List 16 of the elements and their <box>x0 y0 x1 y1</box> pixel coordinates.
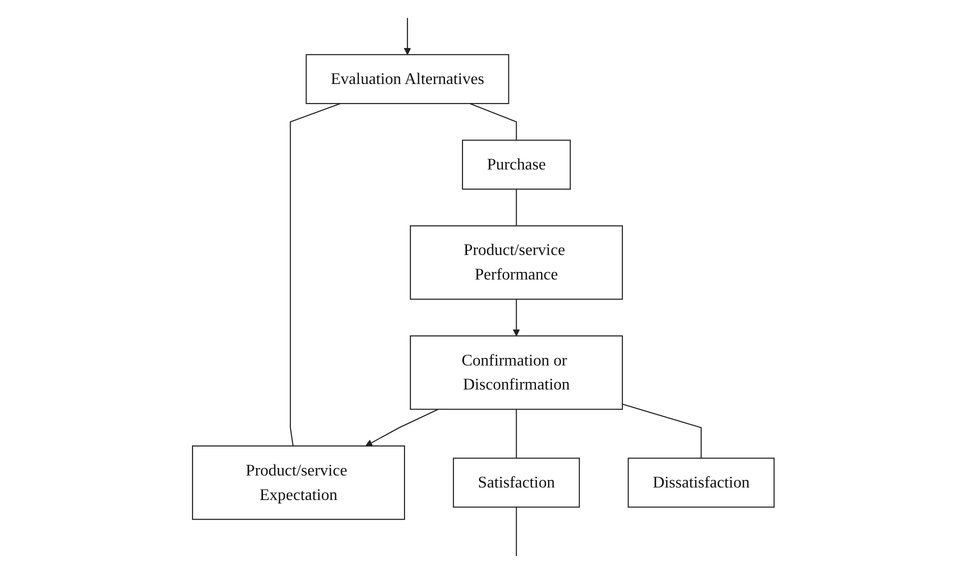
arrow <box>512 299 520 336</box>
connector <box>516 409 517 458</box>
arrow <box>365 408 438 446</box>
node-box: Product/service Performance <box>410 225 623 300</box>
connector <box>469 103 517 140</box>
node-box: Satisfaction <box>452 458 580 508</box>
node-box: Product/service Expectation <box>192 445 405 520</box>
node-box: Evaluation Alternatives <box>305 54 509 104</box>
arrow <box>404 18 411 55</box>
connector <box>622 404 702 458</box>
connector <box>516 189 517 226</box>
node-box: Dissatisfaction <box>627 458 774 508</box>
node-box: Purchase <box>462 140 570 190</box>
node-box: Confirmation or Disconfirmation <box>410 335 623 410</box>
connector <box>516 507 517 556</box>
connector <box>290 103 340 446</box>
